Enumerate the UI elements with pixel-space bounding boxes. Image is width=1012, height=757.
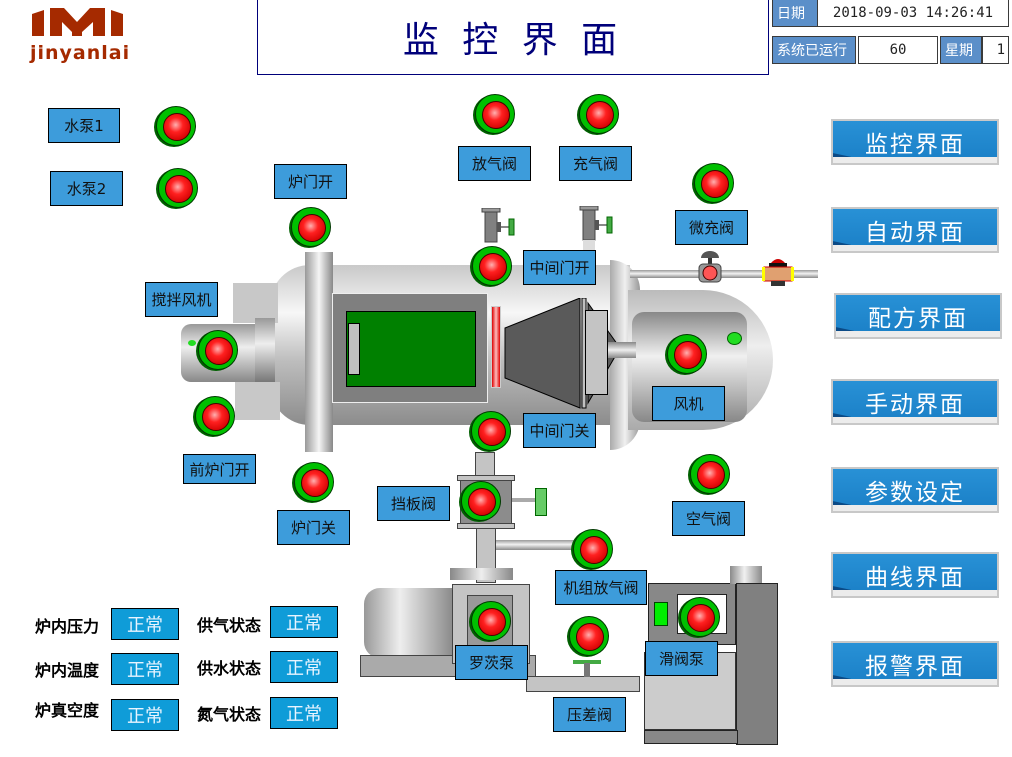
nav-params-button[interactable]: 参数设定 [831,467,999,513]
air-valve-lamp[interactable] [690,454,730,494]
label-micro-fill-valve: 微充阀 [675,210,748,245]
nav-monitor-button[interactable]: 监控界面 [831,119,999,165]
nav-curve-button[interactable]: 曲线界面 [831,552,999,598]
vent-valve-body-icon [481,208,515,243]
front-door-open-lamp[interactable] [195,396,235,436]
pump2-status-lamp[interactable] [158,168,198,208]
baffle-valve-flange-top [457,475,515,481]
pump1-status-lamp[interactable] [156,106,196,146]
label-furnace-door-open: 炉门开 [274,164,347,199]
label-fan: 风机 [652,386,725,421]
status-value-gas-supply: 正常 [270,606,338,638]
micro-fill-valve-icon [698,251,722,283]
status-label-furnace-temp: 炉内温度 [35,661,100,680]
furnace-door-open-lamp[interactable] [291,207,331,247]
fan-status-led [727,332,742,345]
slide-pump-led [654,602,668,626]
runtime-value: 60 [858,36,938,64]
nav-manual-button[interactable]: 手动界面 [831,379,999,425]
weekday-label: 星期 [940,36,982,64]
fan-shaft [608,342,636,358]
date-label: 日期 [772,0,818,27]
heating-zone [346,311,476,387]
stir-fan-lamp[interactable] [198,330,238,370]
diff-pressure-valve-neck [584,663,590,677]
label-air-valve: 空气阀 [672,501,745,536]
unit-vent-pipe [496,540,578,550]
roots-pump-flange [450,568,513,580]
diff-pressure-pipe [526,676,640,692]
slide-pump-column [736,583,778,745]
nav-alarm-button[interactable]: 报警界面 [831,641,999,687]
fill-valve-lamp[interactable] [579,94,619,134]
label-vent-valve: 放气阀 [458,146,531,181]
slide-pump-base [644,730,738,744]
status-value-vacuum: 正常 [111,699,179,731]
status-value-nitrogen: 正常 [270,697,338,729]
heating-door [348,323,360,375]
middle-door-open-lamp[interactable] [472,246,512,286]
logo-mark-icon [32,8,123,36]
stir-fan-bracket [233,283,278,323]
label-unit-vent-valve: 机组放气阀 [555,570,647,605]
cooling-block [585,310,608,395]
status-label-water-supply: 供水状态 [197,659,262,678]
vent-valve-lamp[interactable] [475,94,515,134]
middle-door-indicator [491,306,501,388]
nav-recipe-button[interactable]: 配方界面 [834,293,1002,339]
status-label-gas-supply: 供气状态 [197,616,262,635]
weekday-value: 1 [982,36,1009,64]
label-slide-valve-pump: 滑阀泵 [645,641,718,676]
label-baffle-valve: 挡板阀 [377,486,450,521]
diff-pressure-valve-lamp[interactable] [569,616,609,656]
status-value-furnace-temp: 正常 [111,653,179,685]
slide-pump-exhaust [730,566,762,584]
stir-fan-bracket-lower [235,382,280,420]
label-middle-door-close: 中间门关 [523,413,596,448]
company-logo: jinyanlai [30,4,131,64]
diff-pressure-valve-stem [573,660,601,664]
label-pump2: 水泵2 [50,171,123,206]
status-value-water-supply: 正常 [270,651,338,683]
logo-text: jinyanlai [30,42,131,64]
label-front-door-open: 前炉门开 [183,454,256,484]
baffle-valve-handle [512,498,536,502]
stir-fan-shaft [255,318,275,382]
roots-pump-lamp[interactable] [471,601,511,641]
stir-fan-status-led [188,340,196,346]
label-roots-pump: 罗茨泵 [455,645,528,680]
gas-pipe [630,270,818,278]
fan-lamp[interactable] [667,334,707,374]
furnace-flange [305,252,333,452]
status-label-furnace-pressure: 炉内压力 [35,617,100,636]
label-diff-pressure-valve: 压差阀 [553,697,626,732]
baffle-valve-knob [535,488,547,516]
runtime-label: 系统已运行 [772,36,856,64]
slide-valve-pump-lamp[interactable] [680,597,720,637]
fill-valve-body-icon [579,206,613,254]
status-label-nitrogen: 氮气状态 [197,705,262,724]
page-title-box: 监 控 界 面 [257,0,769,75]
status-value-furnace-pressure: 正常 [111,608,179,640]
gas-inlet-valve-icon [762,259,794,286]
label-stir-fan: 搅拌风机 [145,282,218,317]
status-label-vacuum: 炉真空度 [35,701,100,720]
label-fill-valve: 充气阀 [559,146,632,181]
date-value: 2018-09-03 14:26:41 [817,0,1009,27]
micro-fill-valve-lamp[interactable] [694,163,734,203]
roots-pump-motor [364,588,454,658]
furnace-door-close-lamp[interactable] [294,462,334,502]
label-pump1: 水泵1 [48,108,120,143]
page-title: 监 控 界 面 [402,19,624,61]
unit-vent-valve-lamp[interactable] [573,529,613,569]
nav-auto-button[interactable]: 自动界面 [831,207,999,253]
label-furnace-door-close: 炉门关 [277,510,350,545]
baffle-valve-lamp[interactable] [461,481,501,521]
heating-chamber [332,293,488,403]
middle-door-close-lamp[interactable] [471,411,511,451]
label-middle-door-open: 中间门开 [523,250,596,285]
